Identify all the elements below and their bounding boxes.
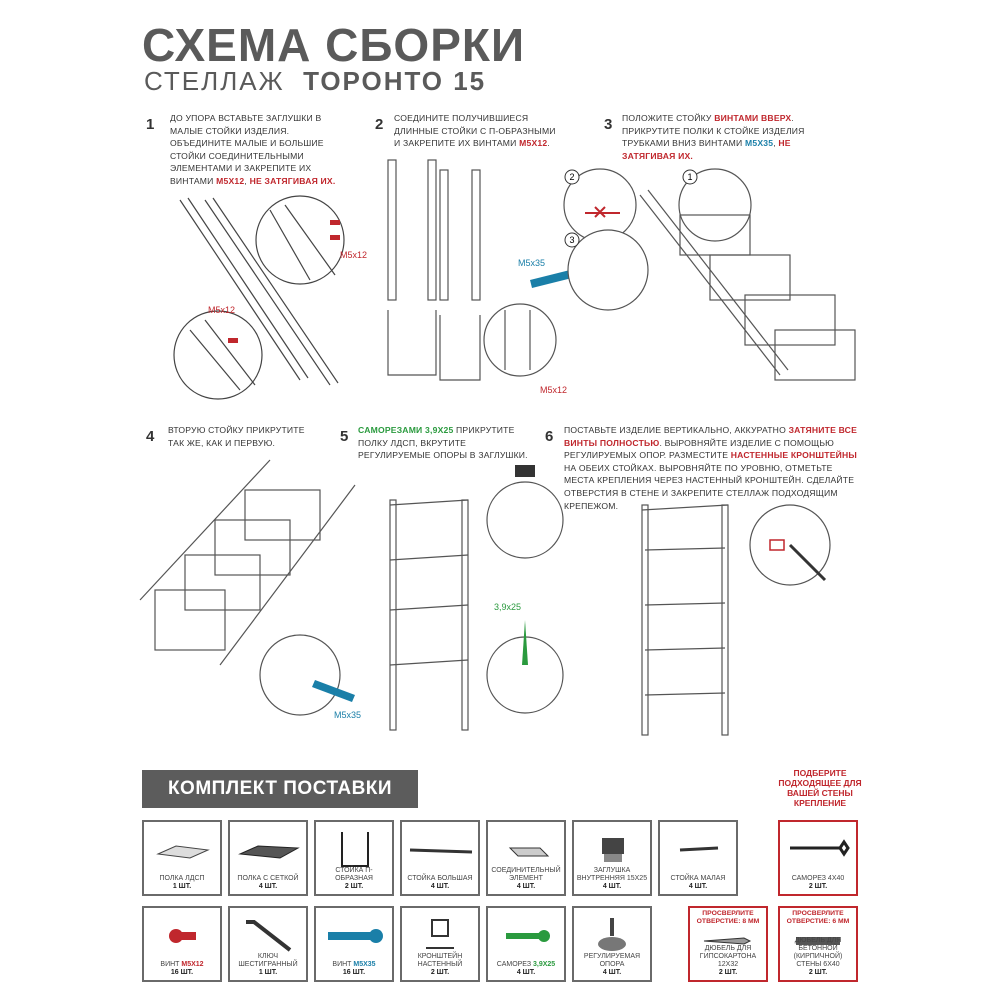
wood-screw-icon bbox=[790, 839, 850, 857]
kit-banner: КОМПЛЕКТ ПОСТАВКИ bbox=[142, 770, 418, 808]
step-5-text: САМОРЕЗАМИ 3,9Х25 ПРИКРУТИТЕ ПОЛКУ ЛДСП,… bbox=[358, 425, 528, 461]
screw-3-9x25-icon bbox=[506, 930, 550, 942]
step-1-number: 1 bbox=[146, 116, 155, 133]
kit-item-wood-screw: САМОРЕЗ 4х402 шт. bbox=[778, 820, 858, 896]
subtitle-model: ТОРОНТО 15 bbox=[303, 66, 487, 96]
step-6-text: ПОСТАВЬТЕ ИЗДЕЛИЕ ВЕРТИКАЛЬНО, АККУРАТНО… bbox=[564, 425, 858, 511]
screw-m5x12-icon bbox=[169, 929, 196, 943]
kit-item-screw-m5x35: ВИНТ М5х3516 шт. bbox=[314, 906, 394, 982]
step-6-illustration bbox=[641, 504, 831, 736]
subtitle-prefix: СТЕЛЛАЖ bbox=[144, 66, 285, 96]
foot-icon bbox=[598, 918, 626, 951]
kit-item-screw-m5x12: ВИНТ М5х1216 шт. bbox=[142, 906, 222, 982]
mesh-shelf-icon bbox=[238, 845, 300, 859]
step-5-number: 5 bbox=[340, 428, 349, 445]
kit-item-plug: ЗАГЛУШКА ВНУТРЕННЯЯ 15х254 шт. bbox=[572, 820, 652, 896]
step-3-badge-3: 3 bbox=[569, 235, 574, 245]
hex-key-icon bbox=[246, 920, 292, 952]
u-post-icon bbox=[341, 832, 369, 867]
plug-icon bbox=[602, 838, 624, 862]
step-4-number: 4 bbox=[146, 428, 155, 445]
wall-bracket-icon bbox=[426, 919, 454, 949]
kit-item-concrete-anchor: ПРОСВЕРЛИТЕ ОТВЕРСТИЕ: 6 мм ДЮБЕЛЬ ДЛЯ Б… bbox=[778, 906, 858, 982]
long-post-icon bbox=[409, 848, 473, 854]
page-title: СХЕМА СБОРКИ bbox=[142, 19, 526, 71]
step-3-number: 3 bbox=[604, 116, 613, 133]
step-2-number: 2 bbox=[375, 116, 384, 133]
step-5-callout: 3,9x25 bbox=[494, 602, 522, 612]
panel-icon bbox=[156, 845, 210, 859]
step-1-illustration bbox=[173, 195, 345, 400]
step-1-callout-b: M5x12 bbox=[208, 305, 236, 315]
step-2-callout-a: M5x35 bbox=[518, 258, 546, 268]
step-4-callout: M5x35 bbox=[334, 710, 362, 720]
short-post-icon bbox=[679, 846, 719, 852]
concrete-anchor-icon bbox=[796, 937, 840, 945]
connector-icon bbox=[508, 847, 550, 857]
step-6-number: 6 bbox=[545, 428, 554, 445]
page-subtitle: СТЕЛЛАЖ ТОРОНТО 15 bbox=[144, 66, 486, 97]
screw-m5x35-icon bbox=[328, 929, 383, 943]
step-5-illustration bbox=[389, 465, 564, 731]
step-4-text: ВТОРУЮ СТОЙКУ ПРИКРУТИТЕ ТАК ЖЕ, КАК И П… bbox=[168, 425, 305, 448]
kit-wall-note: ПОДБЕРИТЕ ПОДХОДЯЩЕЕ ДЛЯ ВАШЕЙ СТЕНЫ КРЕ… bbox=[778, 768, 862, 808]
step-2-callout-b: M5x12 bbox=[540, 385, 568, 395]
step-3-illustration: 2 1 3 bbox=[563, 168, 856, 381]
step-2-text: СОЕДИНИТЕ ПОЛУЧИВШИЕСЯ ДЛИННЫЕ СТОЙКИ С … bbox=[394, 113, 556, 149]
step-1-text: ДО УПОРА ВСТАВЬТЕ ЗАГЛУШКИ В МАЛЫЕ СТОЙК… bbox=[170, 113, 336, 186]
step-3-text: ПОЛОЖИТЕ СТОЙКУ ВИНТАМИ ВВЕРХ. ПРИКРУТИТ… bbox=[622, 113, 805, 161]
step-4-illustration bbox=[139, 459, 356, 716]
step-2-illustration bbox=[387, 159, 572, 381]
step-3-badge-1: 1 bbox=[687, 172, 692, 182]
step-3-badge-2: 2 bbox=[569, 172, 574, 182]
drywall-anchor-icon bbox=[703, 937, 752, 945]
step-1-callout-a: M5x12 bbox=[340, 250, 368, 260]
kit-item-drywall-anchor: ПРОСВЕРЛИТЕ ОТВЕРСТИЕ: 8 мм ДЮБЕЛЬ ДЛЯ Г… bbox=[688, 906, 768, 982]
kit-item-screw-3-9x25: САМОРЕЗ 3,9х254 шт. bbox=[486, 906, 566, 982]
